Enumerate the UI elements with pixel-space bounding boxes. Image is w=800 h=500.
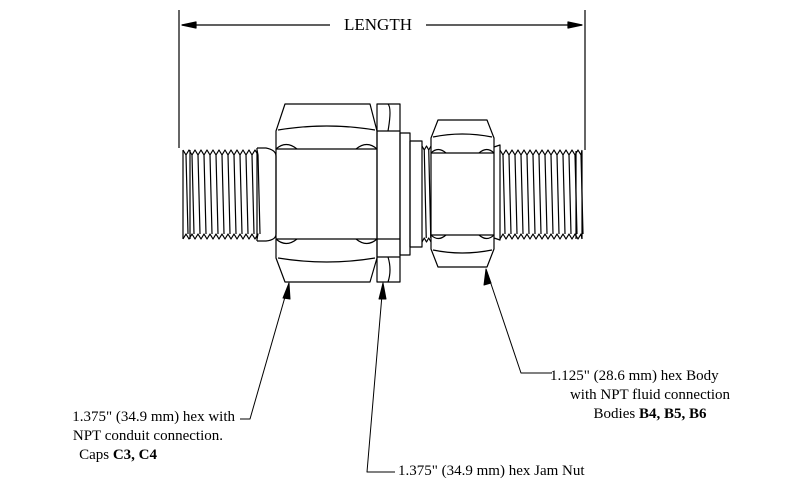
- cap-callout-line2: NPT conduit connection.: [72, 428, 223, 444]
- cap-callout: 1.375" (34.9 mm) hex with NPT conduit co…: [10, 408, 235, 465]
- cap-hex: [275, 103, 378, 283]
- leader-lines: [240, 268, 552, 473]
- body-callout-prefix: Bodies: [593, 406, 639, 422]
- cap-part-numbers: C3, C4: [112, 447, 157, 463]
- jam-nut-callout: 1.375" (34.9 mm) hex Jam Nut: [398, 463, 585, 479]
- right-npt-thread: [493, 144, 584, 241]
- cap-callout-line3: Caps C3, C4: [10, 446, 235, 465]
- body-callout: 1.125" (28.6 mm) hex Body with NPT fluid…: [530, 367, 770, 424]
- body-hex: [430, 119, 495, 268]
- body-callout-line2: with NPT fluid connection: [569, 387, 731, 403]
- cap-callout-prefix: Caps: [79, 447, 113, 463]
- cap-callout-line1: 1.375" (34.9 mm) hex with: [72, 409, 235, 425]
- length-label: LENGTH: [330, 15, 426, 35]
- body-leader: [485, 268, 552, 374]
- length-dimension: [178, 10, 586, 150]
- body-collar: [399, 132, 432, 256]
- body-callout-line3: Bodies B4, B5, B6: [530, 405, 770, 424]
- body-part-numbers: B4, B5, B6: [638, 406, 707, 422]
- body-callout-line1: 1.125" (28.6 mm) hex Body: [550, 368, 719, 384]
- jam-nut-leader: [366, 282, 395, 473]
- cap-leader: [240, 282, 290, 420]
- left-npt-thread: [182, 147, 277, 242]
- jam-nut: [376, 103, 401, 283]
